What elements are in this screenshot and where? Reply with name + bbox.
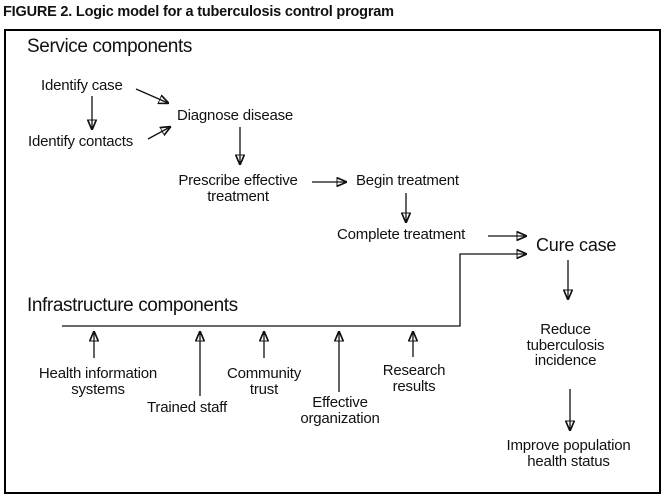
- node-effective-organization: Effective organization: [300, 394, 380, 427]
- node-complete-treatment: Complete treatment: [337, 226, 466, 243]
- diagram-border-box: [4, 29, 661, 494]
- node-prescribe-effective-treatment: Prescribe effective treatment: [178, 172, 298, 205]
- figure-title: FIGURE 2. Logic model for a tuberculosis…: [3, 4, 394, 20]
- node-begin-treatment: Begin treatment: [356, 172, 459, 189]
- node-reduce-tuberculosis-incidence: Reduce tuberculosis incidence: [526, 321, 605, 369]
- node-diagnose-disease: Diagnose disease: [177, 107, 294, 124]
- node-research-results: Research results: [382, 362, 446, 395]
- node-trained-staff: Trained staff: [147, 399, 227, 416]
- node-cure-case: Cure case: [536, 235, 617, 255]
- node-community-trust: Community trust: [226, 365, 302, 398]
- node-identify-contacts: Identify contacts: [28, 133, 133, 150]
- node-improve-population-health-status: Improve population health status: [506, 437, 631, 470]
- service-components-heading: Service components: [27, 36, 192, 57]
- infrastructure-components-heading: Infrastructure components: [27, 295, 238, 316]
- node-health-information-systems: Health information systems: [38, 365, 158, 398]
- node-identify-case: Identify case: [41, 77, 123, 94]
